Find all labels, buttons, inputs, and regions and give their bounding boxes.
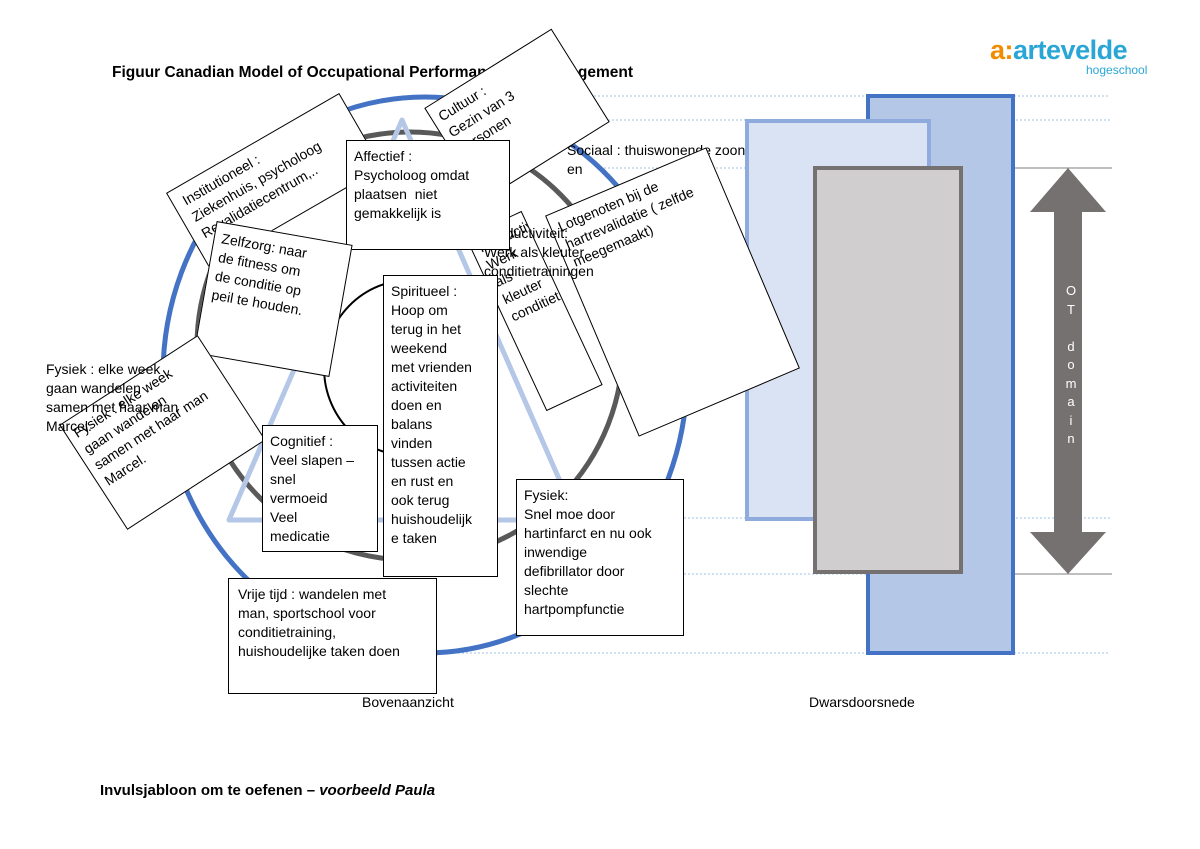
- caption-cross-section: Dwarsdoorsnede: [809, 694, 915, 710]
- label-fysiek-persoon: Fysiek : elke week gaan wandelen samen m…: [46, 361, 179, 434]
- logo-colon: :: [1004, 35, 1014, 65]
- box-affectief: Affectief : Psycholoog omdat plaatsen ni…: [346, 140, 510, 250]
- logo-subtitle: hogeschool: [1086, 63, 1148, 77]
- box-spiritueel: Spiritueel : Hoop om terug in het weeken…: [383, 275, 498, 577]
- logo-brand: a:artevelde: [990, 35, 1128, 65]
- footer-example: voorbeeld Paula: [319, 782, 436, 799]
- box-vrije-tijd: Vrije tijd : wandelen met man, sportscho…: [228, 578, 437, 694]
- box-fysiek-hart: Fysiek: Snel moe door hartinfarct en nu …: [516, 479, 684, 636]
- logo-letter-a: a: [990, 35, 1005, 65]
- person-layer: [813, 166, 963, 574]
- footer-note: Invulsjabloon om te oefenen – voorbeeld …: [100, 782, 435, 799]
- ot-domain-arrow: [1030, 168, 1106, 574]
- caption-top-view: Bovenaanzicht: [362, 694, 454, 710]
- box-zelfzorg: Zelfzorg: naar de fitness om de conditie…: [193, 221, 353, 377]
- footer-text: Invulsjabloon om te oefenen –: [100, 782, 320, 799]
- logo: a:artevelde hogeschool: [990, 35, 1147, 77]
- box-cognitief: Cognitief : Veel slapen – snel vermoeid …: [262, 425, 378, 552]
- logo-word: artevelde: [1013, 35, 1128, 65]
- ot-domain-label: O T d o m a i n: [1065, 283, 1077, 446]
